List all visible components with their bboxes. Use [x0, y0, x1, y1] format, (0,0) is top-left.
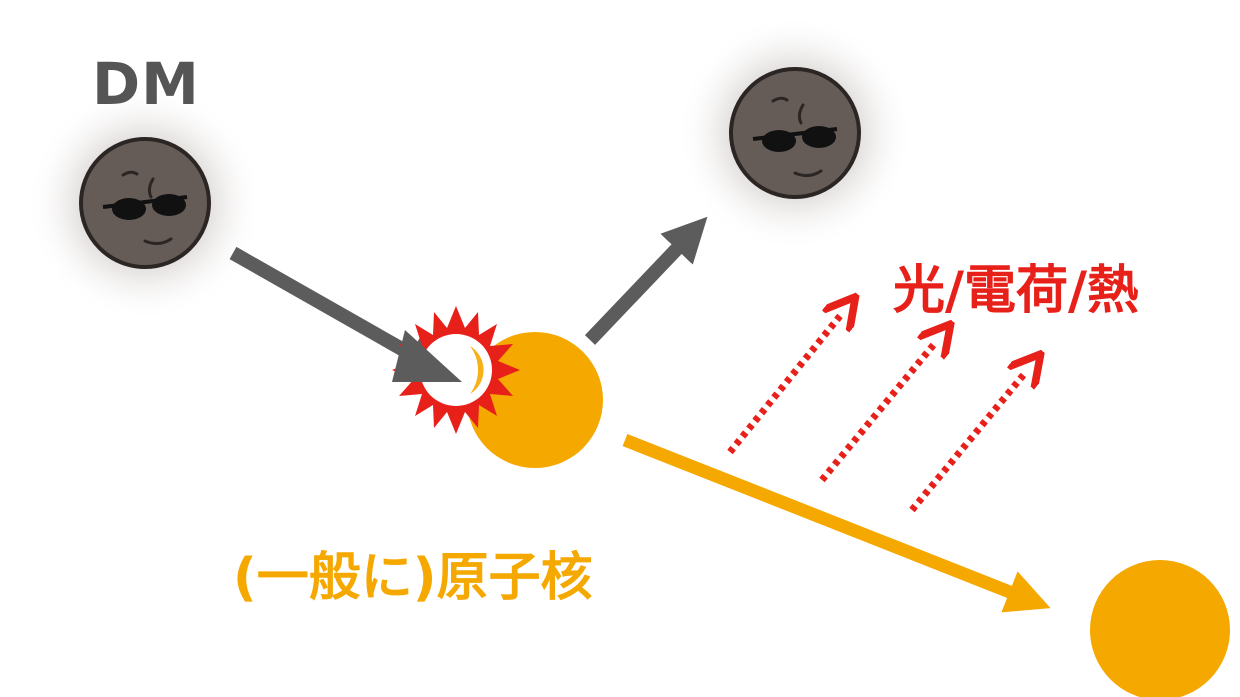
nucleus-after [1090, 560, 1230, 697]
signal-arrow [909, 373, 1025, 513]
collision-burst-icon [392, 306, 520, 434]
outgoing-dm-arrow [584, 216, 708, 345]
dark-matter-incoming [27, 85, 263, 321]
sunglasses-face-icon [729, 67, 861, 199]
recoil-arrow [622, 433, 1051, 613]
incoming-arrow [229, 246, 450, 377]
incoming-arrowhead-icon [392, 330, 462, 382]
sunglasses-face-icon [79, 137, 211, 269]
dark-matter-scattered [677, 15, 913, 251]
signal-label: 光/電荷/熱 [893, 261, 1139, 321]
dm-label: DM [92, 50, 200, 118]
signal-arrow [727, 316, 840, 455]
signal-arrow [819, 343, 935, 483]
nucleus-label: (一般に)原子核 [233, 548, 593, 608]
